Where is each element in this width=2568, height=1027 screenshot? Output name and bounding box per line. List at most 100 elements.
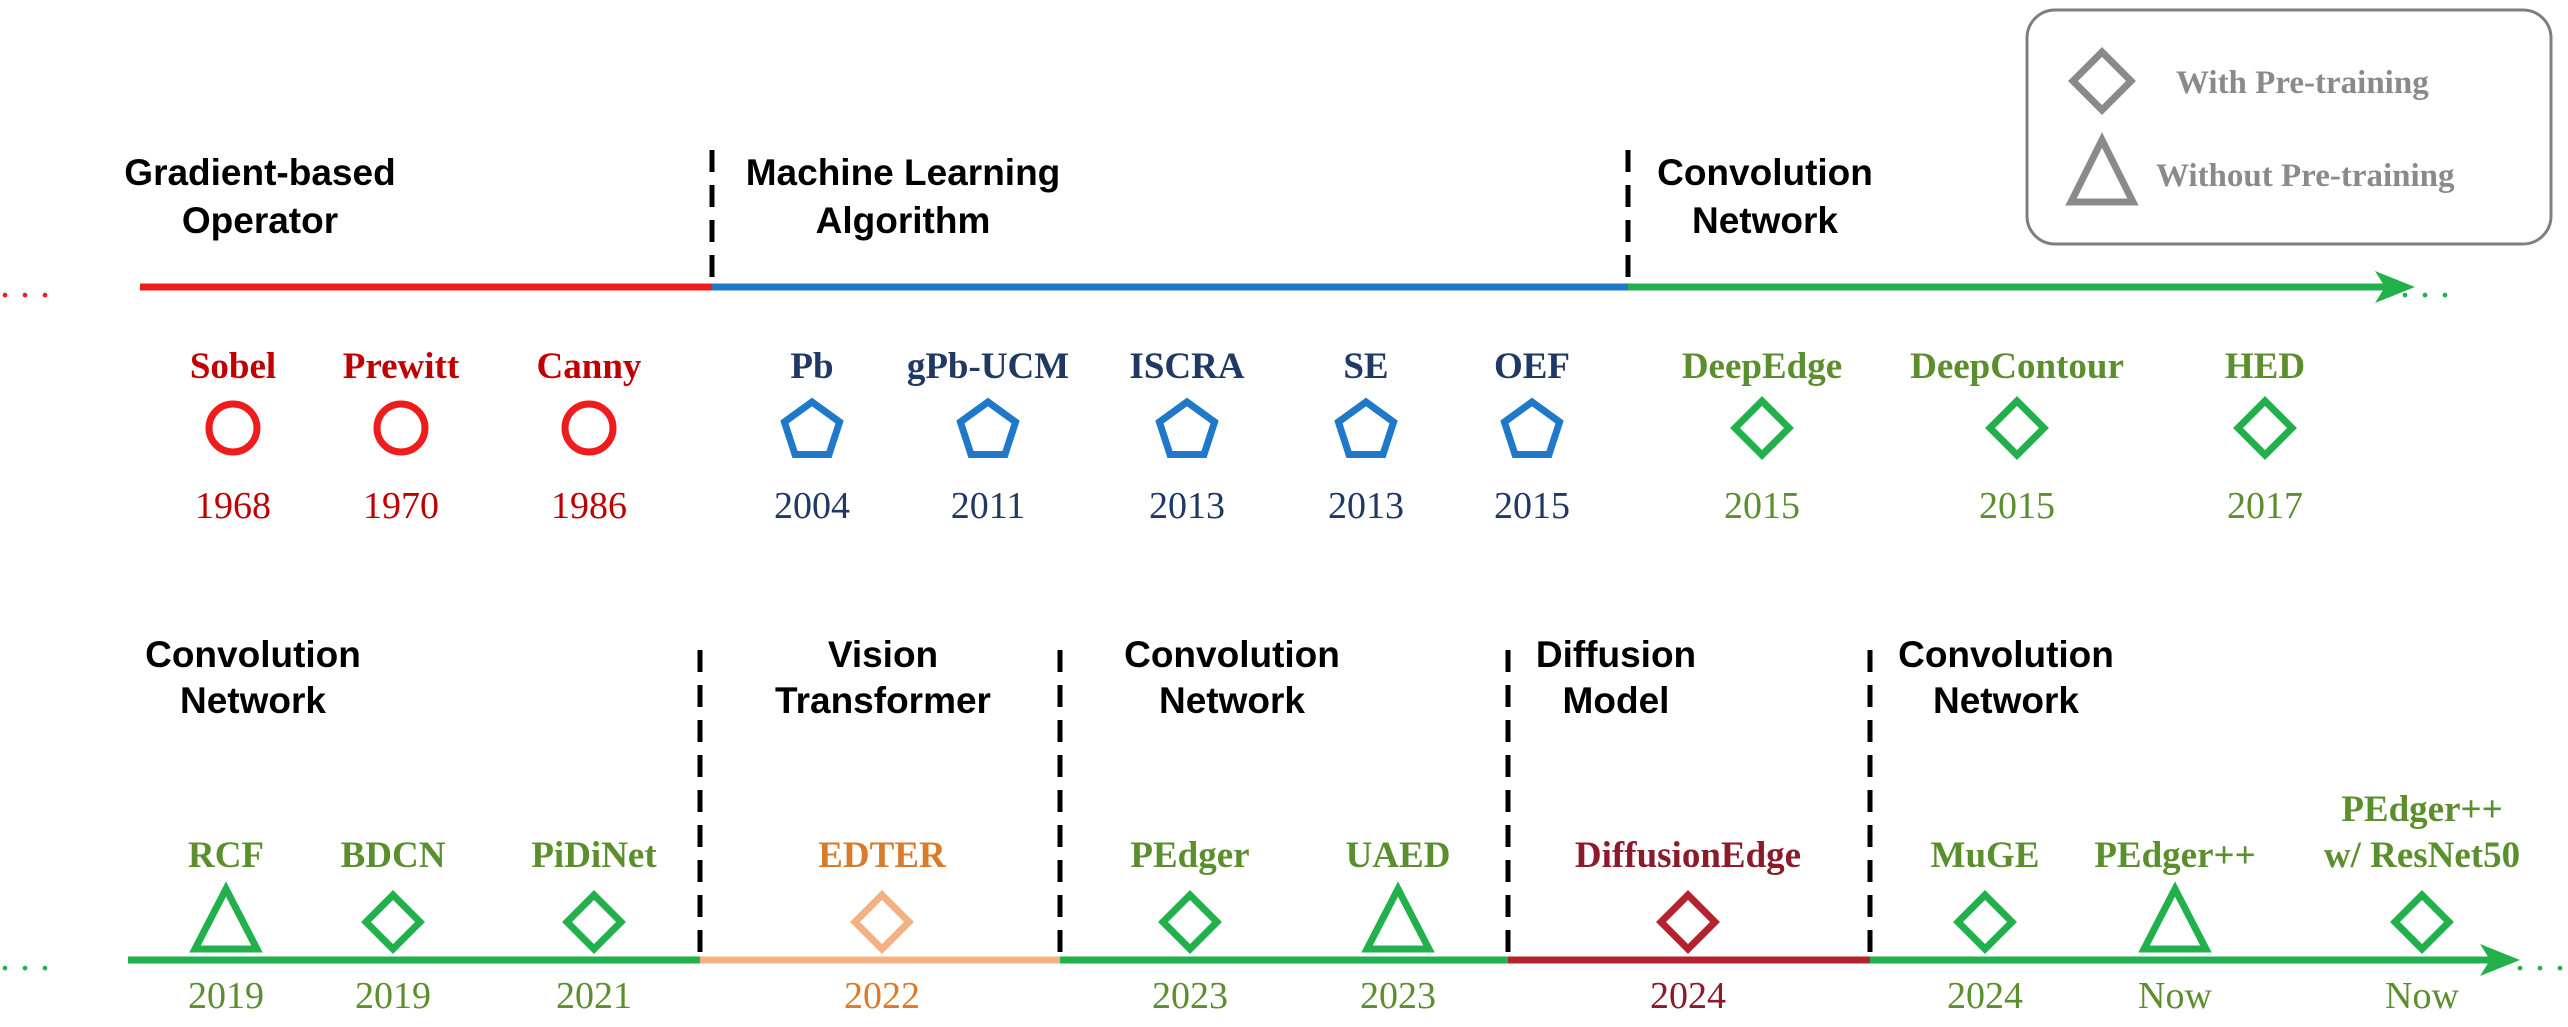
method-year: 2024	[1947, 975, 2023, 1017]
diamond-marker-icon	[361, 890, 425, 954]
diamond-marker-icon	[850, 890, 914, 954]
era-header-line: Network	[180, 680, 326, 721]
legend-without-pretraining-label: Without Pre-training	[2156, 158, 2455, 194]
era-header-line: Diffusion	[1536, 634, 1696, 675]
method-year: 2017	[2227, 485, 2303, 527]
method-name: DiffusionEdge	[1575, 835, 1801, 876]
diamond-marker-icon	[1730, 396, 1794, 460]
method-year: 2023	[1360, 975, 1436, 1017]
method-year: 2015	[1724, 485, 1800, 527]
triangle-marker-icon	[189, 881, 263, 953]
method-year: 1970	[363, 485, 439, 527]
method-name: Prewitt	[343, 346, 460, 387]
era-header-line: Vision	[828, 634, 938, 675]
method-name: BDCN	[341, 835, 446, 876]
ellipsis-right: . . .	[2515, 934, 2565, 979]
method-name: PEdger++	[2094, 835, 2255, 876]
diamond-marker-icon	[1158, 890, 1222, 954]
era-header-line: Transformer	[775, 680, 991, 721]
pentagon-marker-icon	[1334, 397, 1398, 458]
diamond-marker-icon	[562, 890, 626, 954]
method-name: HED	[2225, 346, 2305, 387]
method-name: gPb-UCM	[907, 346, 1069, 387]
diamond-marker-icon	[2390, 890, 2454, 954]
era-header-line: Convolution	[1898, 634, 2114, 675]
circle-marker-icon	[561, 400, 617, 456]
era-header-line: Network	[1159, 680, 1305, 721]
legend-diamond-icon	[2068, 47, 2136, 115]
method-name: Sobel	[190, 346, 276, 387]
pentagon-marker-icon	[956, 397, 1020, 458]
diamond-marker-icon	[1656, 890, 1720, 954]
method-year: 1986	[551, 485, 627, 527]
era-header-line: Convolution	[1657, 152, 1873, 193]
method-year: 1968	[195, 485, 271, 527]
methods: Sobel1968Prewitt1970Canny1986Pb2004gPb-U…	[188, 346, 2520, 1017]
method-diffusionedge: DiffusionEdge 2024	[1575, 835, 1801, 1017]
era-header-line: Convolution	[145, 634, 361, 675]
method-sobel: Sobel 1968	[190, 346, 276, 527]
timeline-arrow-icon	[2375, 271, 2415, 303]
method-name: w/ ResNet50	[2324, 835, 2520, 876]
method-year: 2021	[556, 975, 632, 1017]
method-name: PEdger++	[2341, 789, 2502, 830]
era-header-line: Model	[1563, 680, 1670, 721]
legend: With Pre-training Without Pre-training	[2025, 8, 2553, 246]
circle-marker-icon	[373, 400, 429, 456]
era-dividers	[697, 150, 1873, 958]
method-gpb-ucm: gPb-UCM 2011	[907, 346, 1069, 527]
legend-with-pretraining-label: With Pre-training	[2176, 65, 2429, 101]
method-year: 2019	[188, 975, 264, 1017]
method-name: ISCRA	[1129, 346, 1244, 387]
method-year: Now	[2385, 975, 2459, 1017]
era-header-line: Convolution	[1124, 634, 1340, 675]
method-edter: EDTER 2022	[818, 835, 947, 1017]
method-year: 2023	[1152, 975, 1228, 1017]
pentagon-marker-icon	[780, 397, 844, 458]
legend-box	[2025, 8, 2553, 246]
diamond-marker-icon	[1953, 890, 2017, 954]
method-name: PiDiNet	[531, 835, 657, 876]
method-name: EDTER	[818, 835, 947, 876]
method-year: 2013	[1149, 485, 1225, 527]
method-year: 2015	[1979, 485, 2055, 527]
era-header-line: Network	[1933, 680, 2079, 721]
era-header-line: Algorithm	[816, 200, 991, 241]
method-muge: MuGE 2024	[1931, 835, 2040, 1017]
method-name: MuGE	[1931, 835, 2040, 876]
method-year: 2004	[774, 485, 850, 527]
circle-marker-icon	[205, 400, 261, 456]
era-header-line: Machine Learning	[746, 152, 1061, 193]
method-year: 2011	[951, 485, 1026, 527]
triangle-marker-icon	[1361, 881, 1435, 953]
method-iscra: ISCRA 2013	[1129, 346, 1244, 527]
method-deepedge: DeepEdge 2015	[1682, 346, 1842, 527]
timeline-lines	[128, 271, 2520, 976]
triangle-marker-icon	[2138, 881, 2212, 953]
pentagon-marker-icon	[1500, 397, 1564, 458]
method-name: SE	[1343, 346, 1388, 387]
method-deepcontour: DeepContour 2015	[1910, 346, 2124, 527]
method-year: 2019	[355, 975, 431, 1017]
era-header-line: Network	[1692, 200, 1838, 241]
era-header-line: Gradient-based	[124, 152, 395, 193]
method-name: DeepContour	[1910, 346, 2124, 387]
method-name: DeepEdge	[1682, 346, 1842, 387]
ellipsis-right: . . .	[2400, 261, 2450, 306]
ellipsis-left: . . .	[0, 261, 50, 306]
method-name: UAED	[1346, 835, 1451, 876]
diamond-marker-icon	[1985, 396, 2049, 460]
ellipsis-left: . . .	[0, 934, 50, 979]
ellipses: . . . . . . . . . . . .	[0, 261, 2565, 979]
method-year: Now	[2138, 975, 2212, 1017]
era-header-line: Operator	[182, 200, 338, 241]
method-year: 2022	[844, 975, 920, 1017]
method-hed: HED 2017	[2225, 346, 2305, 527]
method-year: 2024	[1650, 975, 1726, 1017]
